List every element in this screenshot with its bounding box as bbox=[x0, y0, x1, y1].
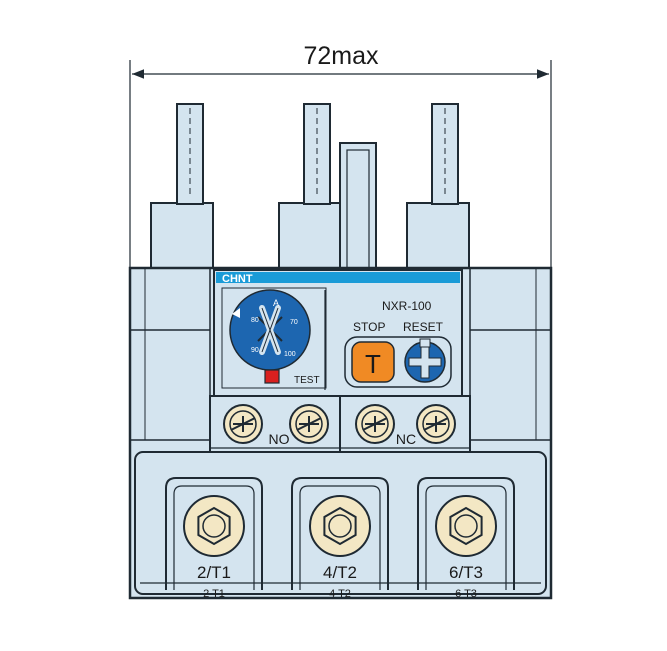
reset-label: RESET bbox=[403, 320, 444, 334]
base-label: 4 T2 bbox=[329, 588, 351, 600]
dial-frame bbox=[221, 287, 327, 389]
top-studs bbox=[150, 103, 470, 274]
front-panel: CHNT A 80 90 100 70 TEST NXR-100 STOP RE… bbox=[213, 269, 463, 397]
main-terminal[interactable]: 6/T3 bbox=[417, 477, 515, 590]
no-contact-label: NO bbox=[269, 431, 290, 447]
main-terminals: 2/T1 4/T2 6/T3 bbox=[165, 477, 515, 590]
stud-centerlines bbox=[189, 108, 446, 196]
current-dial[interactable]: A 80 90 100 70 bbox=[229, 289, 311, 371]
dimension-annotation: 72max bbox=[129, 42, 552, 270]
main-terminal-label: 2/T1 bbox=[197, 563, 231, 582]
dimension-label: 72max bbox=[303, 42, 379, 70]
brand-logo: CHNT bbox=[222, 273, 253, 285]
stud-base-right bbox=[406, 202, 470, 274]
aux-terminal-screw[interactable] bbox=[223, 404, 263, 444]
reset-cross-icon bbox=[408, 345, 442, 379]
base-label: 6 T3 bbox=[455, 588, 477, 600]
main-terminal-label: 6/T3 bbox=[449, 563, 483, 582]
aux-terminal-screw[interactable] bbox=[289, 404, 329, 444]
test-label: TEST bbox=[294, 375, 320, 386]
stop-button[interactable]: T bbox=[351, 341, 395, 383]
stop-button-glyph: T bbox=[365, 349, 381, 379]
brand-bar bbox=[216, 272, 460, 283]
stop-label: STOP bbox=[353, 320, 385, 334]
stud-base-left bbox=[150, 202, 214, 274]
model-label: NXR-100 bbox=[382, 299, 432, 313]
aux-terminal-screw[interactable] bbox=[355, 404, 395, 444]
reset-button[interactable] bbox=[404, 338, 446, 383]
main-terminal[interactable]: 4/T2 bbox=[291, 477, 389, 590]
base-label: 2 T1 bbox=[203, 588, 225, 600]
centre-tab bbox=[339, 142, 377, 274]
main-terminal-label: 4/T2 bbox=[323, 563, 357, 582]
dial-scale-label: 90 bbox=[251, 347, 259, 354]
dial-scale-label: 100 bbox=[284, 351, 296, 358]
aux-screws bbox=[223, 404, 456, 444]
button-housing bbox=[344, 336, 452, 388]
main-terminal-housing: 2/T1 4/T2 6/T3 2 T1 4 T2 6 T3 bbox=[134, 451, 547, 600]
dial-unit-label: A bbox=[273, 298, 279, 308]
test-indicator[interactable] bbox=[264, 369, 280, 384]
nc-contact-label: NC bbox=[396, 431, 416, 447]
dial-scale-label: 70 bbox=[290, 319, 298, 326]
dial-pointer-icon bbox=[232, 308, 240, 318]
dial-scale-label: 80 bbox=[251, 317, 259, 324]
stud-pin-left bbox=[176, 103, 204, 205]
stud-base-middle bbox=[278, 202, 342, 274]
main-terminal[interactable]: 2/T1 bbox=[165, 477, 263, 590]
aux-terminal-screw[interactable] bbox=[416, 404, 456, 444]
